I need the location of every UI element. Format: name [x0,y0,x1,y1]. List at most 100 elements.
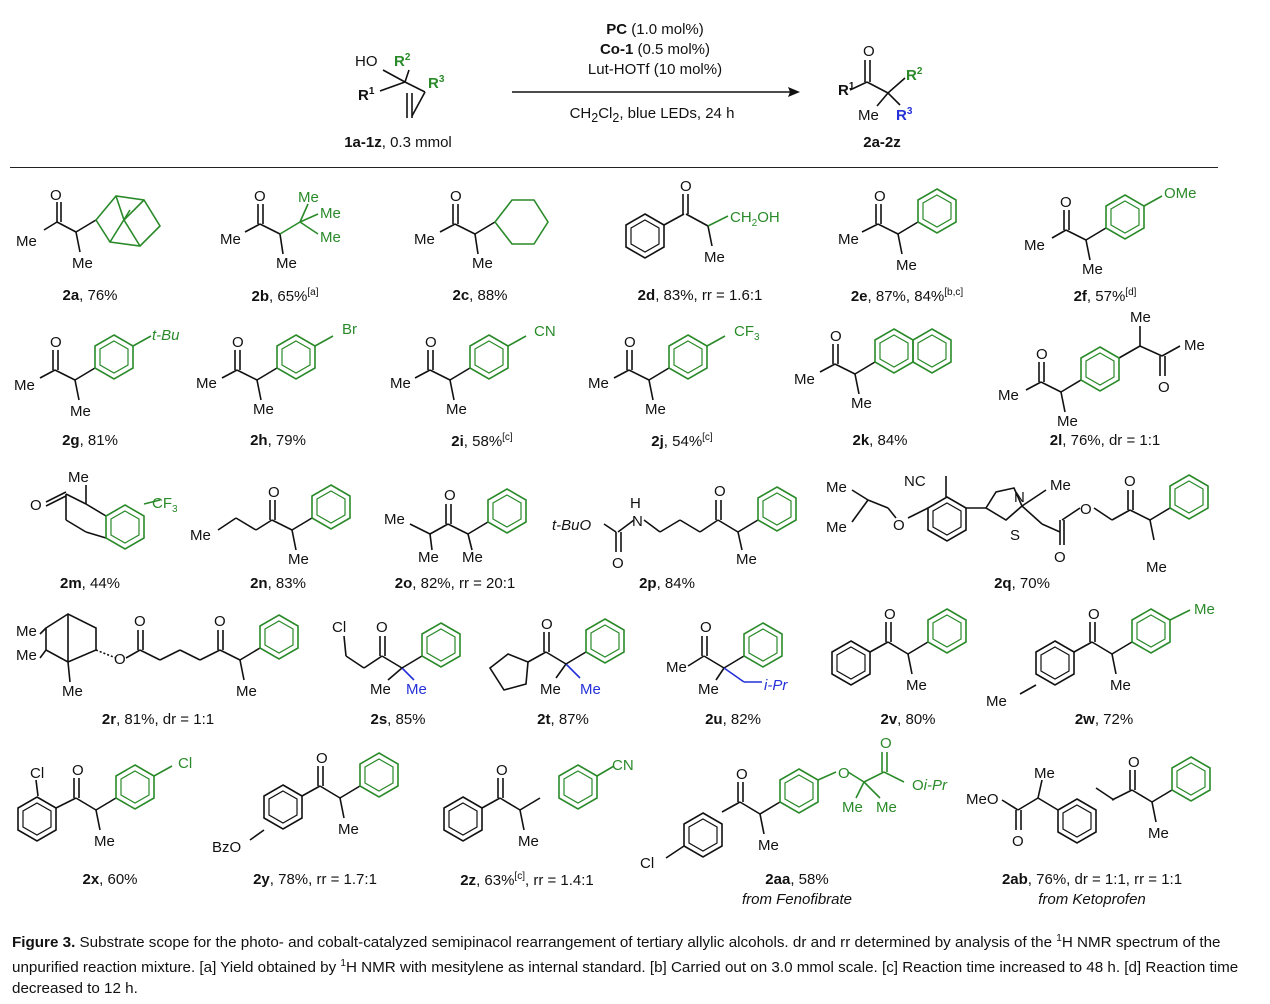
svg-text:O: O [50,187,62,204]
svg-text:Me: Me [645,401,666,418]
label-2aa: 2aa, 58% [765,871,829,888]
structure-2s [343,635,423,681]
svg-text:O: O [50,334,62,351]
structure-2ab [1001,770,1173,830]
svg-text:Cl: Cl [332,619,346,636]
svg-text:Me: Me [72,255,93,272]
svg-text:Me: Me [838,231,859,248]
svg-text:CN: CN [612,757,634,774]
label-2j: 2j, 54%[c] [651,432,713,450]
svg-text:O: O [893,517,905,534]
label-2l: 2l, 76%, dr = 1:1 [1049,432,1161,449]
svg-text:O: O [316,750,328,767]
svg-text:O: O [838,765,850,782]
structure-2j [613,335,726,401]
svg-text:Me: Me [384,511,405,528]
structure-2e [861,204,919,255]
svg-text:Me: Me [758,837,779,854]
svg-text:O: O [736,766,748,783]
label-2s: 2s, 85% [370,711,426,728]
product-structure [849,60,906,107]
svg-text:Me: Me [320,205,341,222]
svg-text:O: O [700,619,712,636]
svg-text:Me: Me [1050,477,1071,494]
structure-drawings: HO R2 R3 R1 O R1 R2 Me R3 Me O Me [14,43,1215,872]
svg-text:OMe: OMe [1164,185,1197,202]
atom-ch2oh: CH2OH [730,209,780,229]
svg-text:Me: Me [446,401,467,418]
conditions-bottom: CH2Cl2, blue LEDs, 24 h [569,105,735,125]
structure-2aa [665,752,905,859]
svg-text:Me: Me [896,257,917,274]
structure-2b [244,203,319,255]
svg-text:Me: Me [462,549,483,566]
svg-text:Me: Me [320,229,341,246]
label-2d: 2d, 83%, rr = 1.6:1 [637,287,763,304]
svg-text:Me: Me [16,623,37,640]
caption-text: Substrate scope for the photo- and cobal… [12,933,1239,998]
svg-text:O: O [680,178,692,195]
condition-pc: PC [606,21,628,38]
reactant-structure [379,69,426,118]
svg-text:Me: Me [418,549,439,566]
svg-text:Me: Me [1110,677,1131,694]
atom-o: O [863,43,875,60]
reaction-arrow [512,87,800,97]
svg-text:Me: Me [16,233,37,250]
atom-cf3-2m: CF3 [152,495,178,515]
svg-text:Me: Me [1130,309,1151,326]
svg-text:O: O [232,334,244,351]
label-2m: 2m, 44% [59,575,121,592]
svg-text:Br: Br [342,321,357,338]
structure-2d [625,194,729,259]
structure-2g [39,335,152,401]
svg-text:Me: Me [338,821,359,838]
conditions-top: PC (1.0 mol%) Co-1 (0.5 mol%) Lut-HOTf (… [587,21,723,78]
atom-ho: HO [355,53,378,70]
structure-2z [481,765,615,831]
structure-2o [409,504,489,551]
structure-2i [414,335,527,401]
svg-text:Me: Me [666,659,687,676]
structure-2q [851,476,1171,545]
label-2x: 2x, 60% [82,871,138,888]
svg-text:t-Bu: t-Bu [152,327,180,344]
svg-text:MeO: MeO [966,791,999,808]
condition-lut: Lut-HOTf (10 mol%) [587,61,723,78]
label-2b: 2b, 65%[a] [251,287,319,305]
atom-r2: R2 [394,52,411,70]
svg-text:O: O [1088,606,1100,623]
svg-text:O: O [874,188,886,205]
atom-me-product: Me [858,107,879,124]
svg-text:Me: Me [16,647,37,664]
svg-text:BzO: BzO [212,839,241,856]
label-2u: 2u, 82% [705,711,761,728]
structure-2y [249,766,361,841]
svg-text:Me: Me [876,799,897,816]
svg-text:Me: Me [580,681,601,698]
svg-text:Me: Me [1194,601,1215,618]
svg-text:O: O [114,651,126,668]
svg-text:Me: Me [414,231,435,248]
svg-text:Me: Me [196,375,217,392]
svg-text:O: O [612,555,624,572]
svg-text:i-Pr: i-Pr [764,677,788,694]
svg-text:Me: Me [842,799,863,816]
label-2k: 2k, 84% [852,432,908,449]
svg-text:O: O [541,616,553,633]
svg-text:Me: Me [94,833,115,850]
svg-text:Me: Me [518,833,539,850]
structure-2l [1025,326,1181,413]
svg-text:O: O [714,483,726,500]
condition-co1: Co-1 [599,41,634,58]
svg-text:O: O [425,334,437,351]
label-2c: 2c, 88% [452,287,508,304]
svg-text:Me: Me [986,693,1007,710]
svg-text:Me: Me [370,681,391,698]
label-2i: 2i, 58%[c] [451,432,513,450]
svg-text:O: O [444,487,456,504]
svg-text:Me: Me [68,469,89,486]
svg-text:Me: Me [390,375,411,392]
svg-text:O: O [376,619,388,636]
structure-2w [1019,609,1191,695]
